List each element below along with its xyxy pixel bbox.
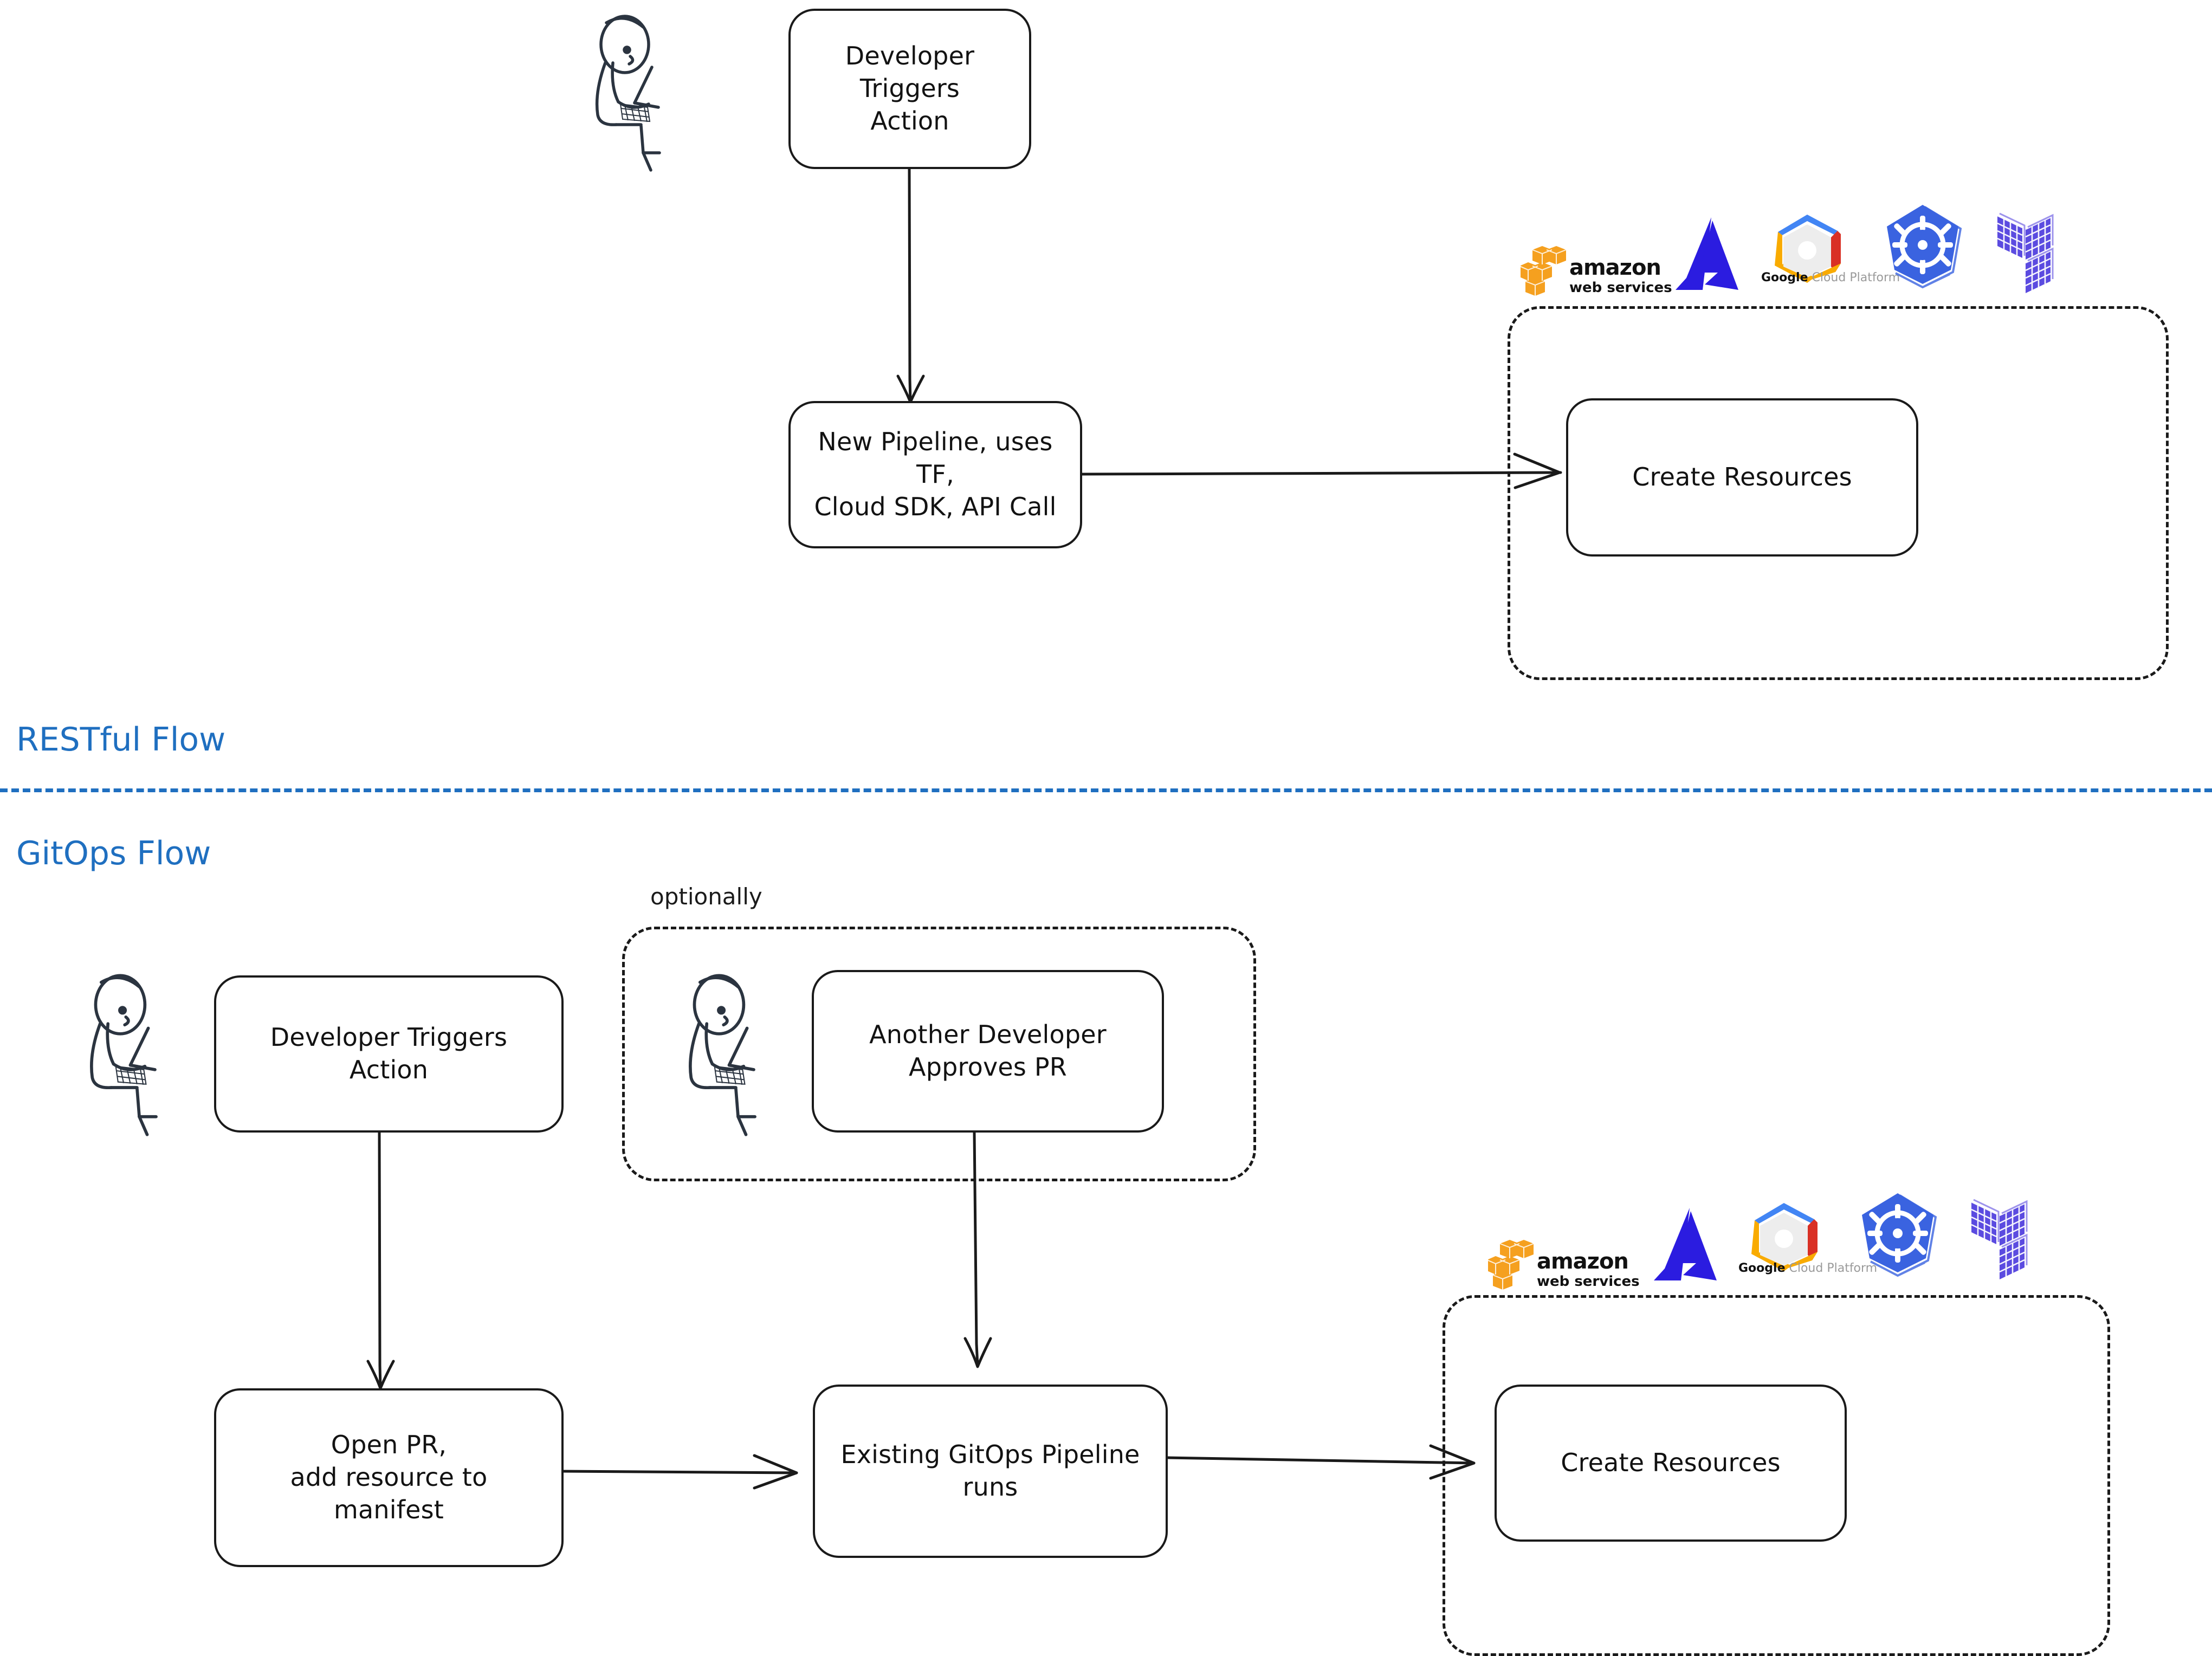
gcp-rest: Cloud Platform (1808, 271, 1900, 284)
aws-wordmark: amazon web services (1569, 257, 1672, 295)
aws-line-1: amazon (1569, 255, 1661, 280)
developer-stick-figure-top (595, 15, 661, 172)
node-label: New Pipeline, uses TF, Cloud SDK, API Ca… (814, 427, 1057, 521)
aws-logo-top: amazon web services (1521, 243, 1672, 297)
arrow-dev-to-pipeline-head (896, 374, 925, 404)
gcp-rest: Cloud Platform (1785, 1262, 1878, 1275)
developer-stick-figure-approver (689, 974, 756, 1136)
arrow-pipeline-to-create (1080, 471, 1562, 476)
terraform-logo-bottom (1971, 1199, 2028, 1279)
node-label: Create Resources (1561, 1448, 1781, 1478)
developer-stick-figure-bottom-left (90, 974, 158, 1136)
azure-logo-bottom (1654, 1208, 1717, 1280)
gcp-bold: Google (1761, 271, 1808, 284)
aws-line-1: amazon (1537, 1249, 1629, 1274)
aws-cubes-icon (1521, 246, 1567, 296)
node-label: Open PR, add resource to manifest (290, 1430, 488, 1524)
aws-line-2: web services (1569, 280, 1672, 296)
kubernetes-logo-top (1887, 205, 1962, 289)
gcp-wordmark-bottom: Google Cloud Platform (1738, 1262, 1877, 1275)
node-open-pr[interactable]: Open PR, add resource to manifest (214, 1388, 564, 1567)
kubernetes-logo-bottom (1862, 1193, 1937, 1277)
node-existing-gitops-pipeline[interactable]: Existing GitOps Pipeline runs (813, 1385, 1168, 1558)
arrow-devb-to-openpr-head (366, 1360, 395, 1390)
aws-wordmark: amazon web services (1537, 1251, 1640, 1289)
node-label: Another Developer Approves PR (869, 1020, 1107, 1082)
node-developer-triggers-action-top[interactable]: Developer Triggers Action (788, 9, 1031, 169)
gcp-logo-top (1775, 215, 1841, 283)
node-label: Developer Triggers Action (845, 41, 975, 135)
cloud-providers-group-top (1508, 306, 2169, 680)
optionally-group (622, 927, 1256, 1181)
arrow-devb-to-openpr (378, 1131, 382, 1389)
section-divider (0, 788, 2212, 792)
gcp-bold: Google (1738, 1262, 1786, 1275)
node-label: Existing GitOps Pipeline runs (840, 1440, 1140, 1502)
arrow-gitops-to-create (1166, 1456, 1476, 1465)
aws-logo-bottom: amazon web services (1488, 1237, 1640, 1291)
node-new-pipeline[interactable]: New Pipeline, uses TF, Cloud SDK, API Ca… (788, 401, 1082, 548)
aws-line-2: web services (1537, 1273, 1640, 1290)
arrow-openpr-to-gitops-head (753, 1454, 798, 1490)
cloud-providers-group-bottom (1443, 1295, 2110, 1656)
node-another-developer-approves-pr[interactable]: Another Developer Approves PR (812, 970, 1164, 1133)
arrow-approve-to-gitops-head (963, 1337, 992, 1368)
gcp-wordmark-top: Google Cloud Platform (1761, 271, 1900, 284)
arrow-openpr-to-gitops (557, 1470, 798, 1474)
section-label-gitops-flow: GitOps Flow (16, 835, 211, 872)
node-label: Developer Triggers Action (270, 1023, 508, 1084)
arrow-dev-to-pipeline (908, 167, 912, 403)
node-label: Create Resources (1632, 462, 1852, 492)
optionally-label: optionally (650, 883, 762, 910)
section-label-restful-flow: RESTful Flow (16, 721, 226, 759)
gcp-logo-bottom (1751, 1203, 1818, 1271)
node-create-resources-bottom[interactable]: Create Resources (1495, 1385, 1847, 1542)
aws-cubes-icon (1488, 1240, 1534, 1290)
azure-logo-top (1676, 217, 1738, 290)
terraform-logo-top (1997, 212, 2054, 293)
node-create-resources-top[interactable]: Create Resources (1566, 398, 1918, 557)
node-developer-triggers-action-bottom[interactable]: Developer Triggers Action (214, 975, 564, 1133)
